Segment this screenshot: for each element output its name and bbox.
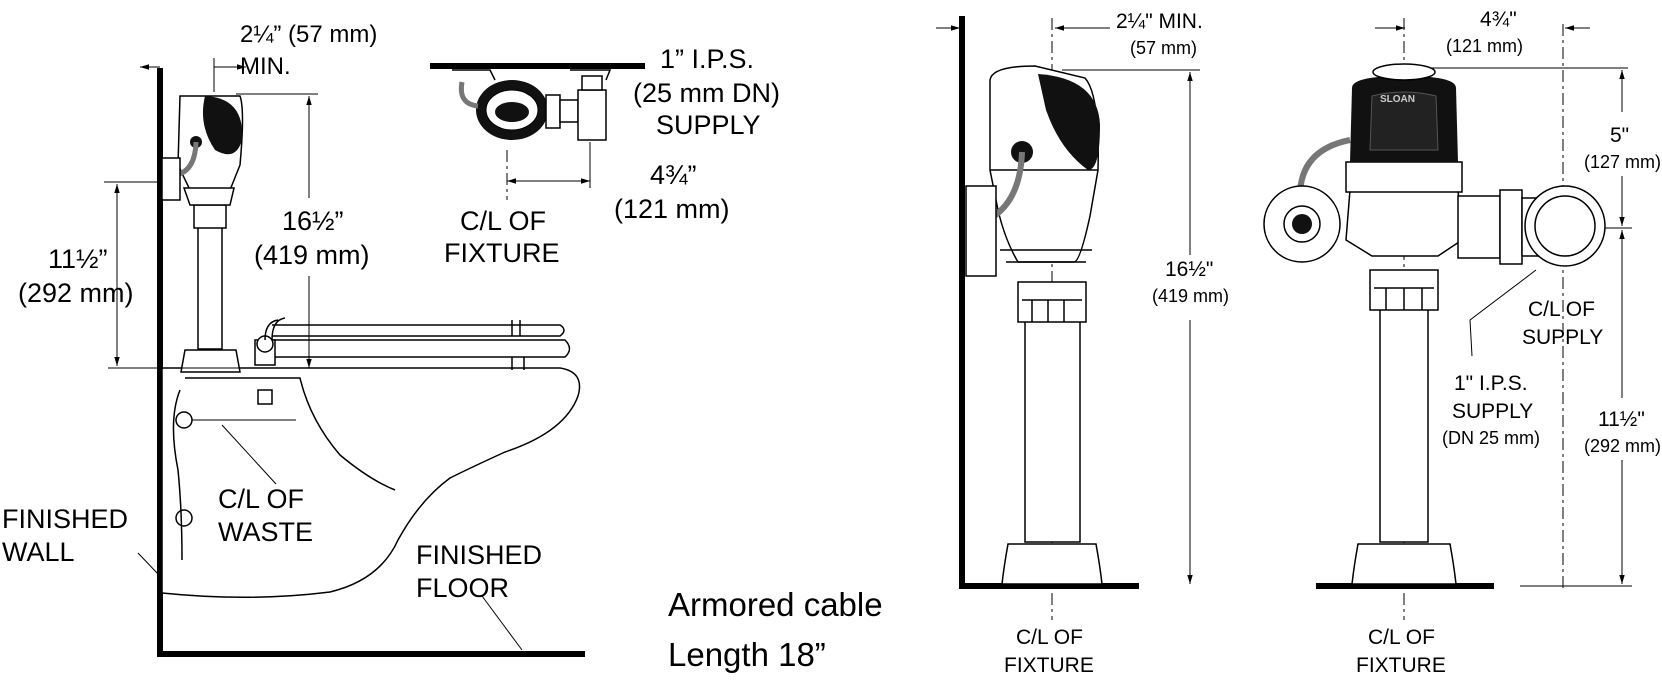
finished-wall-label-2: WALL (2, 537, 75, 567)
front-ips-leader (1469, 269, 1537, 357)
plan-offset-in: 4¾” (650, 160, 697, 190)
left-wall-offset-label: 2¼” (57 mm) (240, 21, 377, 48)
plan-view (430, 63, 645, 200)
front-width-mm: (121 mm) (1446, 36, 1523, 56)
valve-cap (202, 96, 243, 155)
side-height-in: 16½" (1165, 258, 1213, 281)
waste-label-2: WASTE (218, 517, 313, 547)
vb-elbow (264, 317, 286, 341)
plan-fixture-label-1: C/L OF (460, 206, 546, 236)
front-top-mm: (127 mm) (1584, 152, 1661, 172)
waste-leader (221, 424, 277, 485)
side-sensor-port (1011, 141, 1033, 163)
toilet-bowl-inner (185, 377, 396, 491)
plan-nut (559, 99, 579, 123)
waste-label-1: C/L OF (218, 484, 304, 514)
valve-stop (182, 187, 235, 206)
front-band (1345, 161, 1463, 193)
left-total-height-in: 16½” (282, 206, 344, 236)
plan-connector (545, 94, 561, 129)
front-flange (1351, 543, 1457, 585)
side-flange (1001, 543, 1103, 585)
front-ips-label-1: 1" I.P.S. (1454, 372, 1528, 395)
finished-floor-label-2: FLOOR (416, 573, 509, 603)
front-tube (1379, 307, 1429, 543)
front-fixture-label-2: FIXTURE (1356, 654, 1446, 677)
front-wall-box-port (1292, 214, 1312, 234)
left-valve-height-in: 11½” (48, 244, 108, 274)
finished-floor-label-1: FINISHED (416, 540, 542, 570)
front-ips-label-2: SUPPLY (1452, 400, 1533, 423)
side-fixture-label-1: C/L OF (1016, 626, 1083, 649)
left-total-height-mm: (419 mm) (254, 240, 370, 270)
plan-supply-label-1: 1” I.P.S. (660, 44, 754, 74)
plan-cable (458, 81, 479, 109)
plan-mount (452, 69, 612, 81)
front-supply-nut (1499, 189, 1523, 265)
side-tube (1024, 319, 1081, 543)
left-valve-height-mm: (292 mm) (18, 278, 134, 308)
side-wall-offset-label: 2¼" MIN. (1116, 10, 1203, 33)
plan-supply-label-2: (25 mm DN) (633, 78, 780, 108)
front-sensor-window (1369, 91, 1439, 151)
side-height-mm: (419 mm) (1152, 286, 1229, 306)
front-fixture-label-1: C/L OF (1368, 626, 1435, 649)
front-supply-inner (1534, 195, 1596, 257)
plan-stop-cap (581, 75, 603, 91)
front-supply-cl-1: C/L OF (1528, 298, 1595, 321)
front-body (1345, 189, 1463, 257)
front-wall-box-inner (1283, 205, 1321, 243)
valve-flange (180, 349, 241, 373)
front-top-in: 5" (1610, 124, 1629, 147)
left-elevation-view (104, 58, 585, 657)
caption-line-2: Length 18” (668, 636, 826, 673)
front-supply-arm (1457, 195, 1501, 259)
front-low-in: 11½" (1598, 408, 1645, 431)
front-view (1263, 18, 1632, 620)
plan-valve-window (495, 102, 529, 122)
plan-stop (577, 89, 607, 141)
front-low-mm: (292 mm) (1584, 436, 1661, 456)
left-wall-offset-min: MIN. (240, 53, 291, 80)
plan-supply-label-3: SUPPLY (656, 110, 761, 140)
plan-offset-mm: (121 mm) (614, 194, 730, 224)
finished-wall-label-1: FINISHED (2, 504, 128, 534)
wall-leader (137, 552, 159, 575)
toilet-bowl (161, 367, 581, 599)
spud-nut (257, 389, 273, 405)
side-lower-body (1000, 249, 1092, 263)
floor-leader (481, 595, 523, 651)
seat-bumper-1 (511, 320, 521, 336)
front-ips-label-3: (DN 25 mm) (1442, 428, 1540, 448)
toilet-seat-bottom (272, 339, 571, 358)
seat-bumper-2 (511, 357, 525, 370)
bowl-bolt-lower (175, 509, 193, 527)
side-coupling-nut (1022, 299, 1082, 322)
plan-fixture-label-2: FIXTURE (444, 238, 560, 268)
valve-tailpiece (193, 204, 227, 229)
front-supply-outer (1524, 185, 1606, 267)
front-supply-cl-2: SUPPLY (1522, 326, 1603, 349)
caption-line-1: Armored cable (668, 586, 883, 623)
valve-pipe (197, 226, 223, 350)
toilet-seat-top (272, 324, 565, 337)
side-fixture-label-2: FIXTURE (1004, 654, 1094, 677)
side-wall-box (965, 185, 997, 277)
side-wall-offset-mm: (57 mm) (1130, 38, 1197, 58)
brand-logo: SLOAN (1380, 94, 1415, 105)
side-view (936, 16, 1200, 620)
side-shell (1038, 74, 1100, 170)
front-coupling-nut (1374, 287, 1434, 310)
front-width-in: 4¾" (1480, 8, 1517, 31)
side-wall (959, 16, 1139, 589)
toilet-trap (172, 389, 183, 561)
side-coupling (1017, 281, 1087, 323)
front-button (1372, 63, 1436, 81)
wall-box (161, 157, 181, 201)
